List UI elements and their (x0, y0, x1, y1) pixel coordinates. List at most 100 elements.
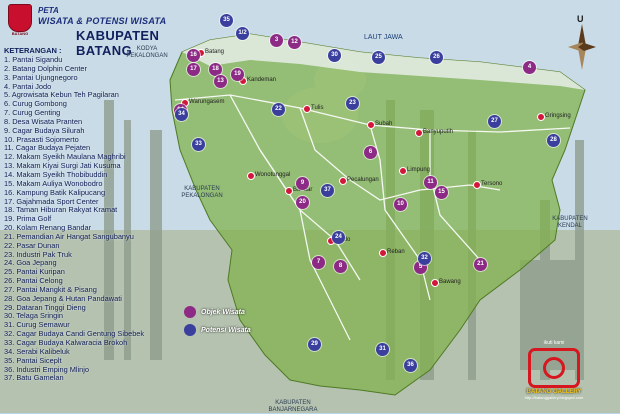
potensi-wisata-pin[interactable]: 26 (430, 51, 443, 64)
potensi-wisata-pin[interactable]: 28 (547, 134, 560, 147)
potensi-wisata-pin[interactable]: 30 (328, 49, 341, 62)
legend-item: 29. Dataran Tinggi Dieng (4, 302, 86, 312)
objek-wisata-pin[interactable]: 21 (474, 258, 487, 271)
coast-strip (182, 34, 585, 90)
potensi-wisata-pin[interactable]: 29 (308, 338, 321, 351)
objek-wisata-pin[interactable]: 4 (523, 61, 536, 74)
legend-item: 15. Makam Auliya Wonobodro (4, 178, 103, 188)
potensi-wisata-pin[interactable]: 35 (220, 14, 233, 27)
potensi-wisata-pin[interactable]: 33 (192, 138, 205, 151)
objek-wisata-pin[interactable]: 10 (394, 198, 407, 211)
town-label-gringsing: Gringsing (545, 113, 571, 119)
potensi-wisata-pin[interactable]: 25 (372, 51, 385, 64)
potensi-wisata-icon (184, 324, 196, 336)
legend-item: 26. Pantai Celong (4, 276, 63, 286)
objek-wisata-pin[interactable]: 15 (435, 186, 448, 199)
potensi-wisata-pin[interactable]: 24 (332, 231, 345, 244)
legend-item: 20. Kolam Renang Bandar (4, 223, 92, 233)
objek-wisata-pin[interactable]: 12 (288, 36, 301, 49)
town-label-kandeman: Kandeman (247, 77, 277, 83)
legend-item: 35. Pantai Siceplt (4, 355, 62, 365)
legend-item: 21. Pemandian Air Hangat Sangubanyu (4, 231, 134, 241)
town-label-tulis: Tulis (311, 105, 324, 111)
potensi-wisata-pin[interactable]: 22 (272, 103, 285, 116)
town-label-tersono: Tersono (481, 181, 503, 187)
town-label-batang: Batang (205, 49, 225, 55)
town-marker-icon (473, 181, 481, 189)
town-label-banyuputih: Banyuputih (423, 129, 454, 135)
key-objek-label: Objek Wisata (201, 308, 245, 316)
key-objek-row: Objek Wisata (184, 306, 251, 318)
town-marker-icon (379, 249, 387, 257)
potensi-wisata-pin[interactable]: 32 (418, 252, 431, 265)
objek-wisata-pin[interactable]: 6 (364, 146, 377, 159)
potensi-wisata-pin[interactable]: 23 (346, 97, 359, 110)
legend-item: 6. Curug Gombong (4, 99, 67, 109)
legend-item: 14. Makam Syeikh Thobibuddin (4, 169, 108, 179)
objek-wisata-pin[interactable]: 13 (214, 75, 227, 88)
legend-item: 22. Pasar Dunan (4, 240, 60, 250)
objek-wisata-pin[interactable]: 17 (187, 63, 200, 76)
objek-wisata-pin[interactable]: 20 (296, 196, 309, 209)
town-label-warungasem: Warungasem (189, 99, 225, 105)
compass-icon (568, 24, 596, 70)
town-label-bandar: Bandar (293, 187, 313, 193)
legend-item: 18. Taman Hiburan Rakyat Kramat (4, 205, 118, 215)
objek-wisata-pin[interactable]: 16 (187, 49, 200, 62)
town-label-pecalungan: Pecalungan (347, 177, 379, 183)
legend-item: 8. Desa Wisata Pranten (4, 116, 83, 126)
potensi-wisata-pin[interactable]: 34 (175, 108, 188, 121)
title-line-1: PETA (38, 6, 59, 15)
legend-item: 19. Prima Golf (4, 214, 52, 224)
town-marker-icon (537, 113, 545, 121)
town-marker-icon (303, 105, 311, 113)
town-marker-icon (415, 129, 423, 137)
potensi-wisata-pin[interactable]: 37 (321, 184, 334, 197)
potensi-wisata-pin[interactable]: 27 (488, 115, 501, 128)
legend-item: 33. Cagar Budaya Kalwaracia Brokoh (4, 338, 128, 347)
legend-item: 12. Makam Syeikh Maulana Maghribi (4, 152, 126, 162)
objek-wisata-icon (184, 306, 196, 318)
objek-wisata-pin[interactable]: 19 (231, 68, 244, 81)
town-marker-icon (399, 167, 407, 175)
legend-item: 1. Pantai Sigandu (4, 55, 63, 64)
legend-item: 28. Goa Jepang & Hutan Pandawati (4, 293, 122, 303)
regency-logo (8, 4, 32, 32)
legend-item: 32. Cagar Budaya Candi Gentung Sibebek (4, 329, 145, 339)
legend-item: 37. Batu Gamelan (4, 373, 64, 383)
legend-item: 27. Pantai Mangkit & Pisang (4, 284, 97, 294)
town-label-limpung: Limpung (407, 167, 431, 173)
objek-wisata-pin[interactable]: 18 (209, 63, 222, 76)
gallery-url: http://batanggallery.blogspot.com (524, 395, 584, 400)
objek-wisata-pin[interactable]: 8 (334, 260, 347, 273)
town-marker-icon (367, 121, 375, 129)
objek-wisata-pin[interactable]: 11 (424, 176, 437, 189)
gallery-header: ikuti kami (543, 340, 565, 346)
town-marker-icon (339, 177, 347, 185)
key-potensi-label: Potensi Wisata (201, 326, 251, 334)
sea-label: LAUT JAWA (364, 34, 403, 41)
legend-item: 5. Agrowisata Kebun Teh Pagilaran (4, 90, 119, 100)
potensi-wisata-pin[interactable]: 31 (376, 343, 389, 356)
title-line-2: WISATA & POTENSI WISATA (38, 16, 167, 26)
objek-wisata-pin[interactable]: 7 (312, 256, 325, 269)
camera-icon (528, 348, 580, 388)
map-header: BATANG PETA WISATA & POTENSI WISATA KABU… (8, 4, 208, 58)
town-label-reban: Reban (387, 249, 405, 255)
key-potensi-row: Potensi Wisata (184, 324, 251, 336)
objek-wisata-pin[interactable]: 3 (270, 34, 283, 47)
potensi-wisata-pin[interactable]: 1/2 (236, 27, 249, 40)
batang-gallery-badge: ikuti kami BATANG GALLERY http://batangg… (512, 340, 596, 410)
legend-item: 25. Pantai Kuripan (4, 267, 65, 277)
potensi-wisata-pin[interactable]: 36 (404, 359, 417, 372)
town-marker-icon (285, 187, 293, 195)
objek-wisata-pin[interactable]: 9 (296, 177, 309, 190)
legend-item: 4. Pantai Jodo (4, 81, 52, 91)
legend-item: 3. Pantai Ujungnegoro (4, 72, 78, 82)
